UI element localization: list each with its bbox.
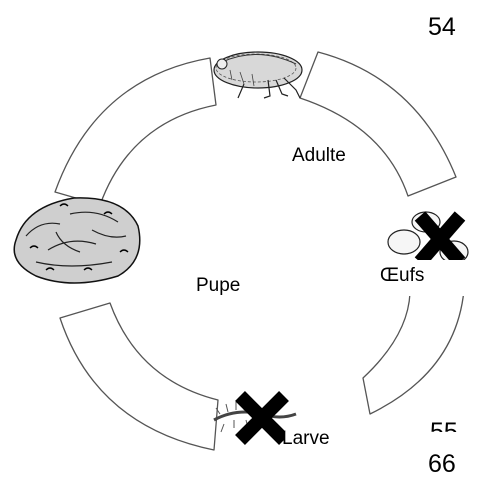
stage-label-larva: Larve — [282, 429, 330, 448]
ring-segment-right — [363, 290, 464, 414]
ring-segment-top-left — [55, 58, 216, 205]
page-number-top: 54 — [428, 15, 456, 40]
cocoon-icon — [14, 198, 140, 283]
ring-segment-bottom-left — [60, 303, 218, 450]
stage-label-adult: Adulte — [292, 146, 346, 165]
page-number-bottom: 66 — [428, 452, 456, 477]
stage-label-pupa: Pupe — [196, 276, 240, 295]
page-number-bottom-partial: 55 — [430, 420, 458, 432]
flea-adult-icon — [214, 52, 302, 98]
stage-label-eggs: Œufs — [380, 266, 424, 285]
ring-segment-top-right — [300, 52, 456, 196]
